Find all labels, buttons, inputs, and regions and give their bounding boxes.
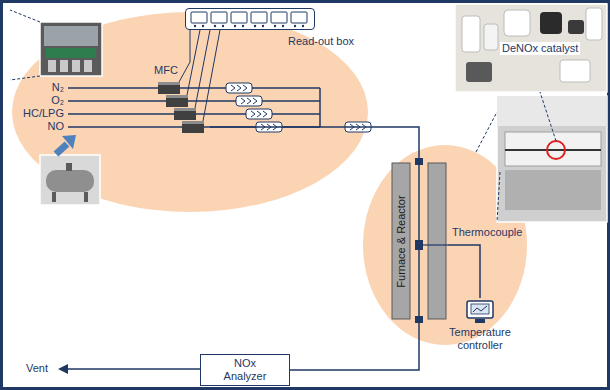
check-valves: [226, 83, 282, 132]
photo-leader: [10, 10, 40, 22]
supply-arrow: [56, 135, 76, 154]
mfc-group: MFC: [148, 62, 210, 140]
node-label: MFC: [154, 64, 178, 77]
gas-pipe: [448, 245, 480, 298]
gas-supply-region: [12, 12, 368, 212]
furnace-photo: [497, 96, 607, 222]
readout-box: Read-out box: [185, 8, 315, 30]
nox-analyzer: NOx Analyzer: [200, 354, 290, 386]
mfc-blocks: [158, 82, 204, 133]
furnace-body: [392, 158, 448, 323]
signal-wire: [190, 30, 191, 62]
photo-leaders: [476, 92, 556, 222]
node-label: Furnace & Reactor: [395, 195, 408, 287]
gas-tank-photo: [40, 155, 100, 205]
gas-pipe: [210, 127, 419, 162]
gas-name: NO: [8, 120, 64, 133]
outlet-name: Vent: [26, 362, 48, 375]
photo-leader: [10, 76, 40, 80]
controller-icon: [465, 299, 495, 325]
gas-panel-photo: [40, 22, 102, 76]
catalyst-photo: [455, 4, 607, 92]
gas-name: HC/LPG: [8, 107, 64, 120]
furnace-reactor: Furnace & Reactor: [390, 162, 448, 320]
photo-caption: DeNOx catalyst: [500, 42, 580, 55]
node-label: Read-out box: [288, 35, 354, 48]
vent-arrow: [58, 364, 200, 374]
node-label: NOx Analyzer: [218, 357, 272, 383]
gas-lines: [68, 88, 320, 127]
gas-name: O₂: [8, 94, 64, 107]
gas-name: N₂: [8, 81, 64, 94]
signal-wires: [179, 30, 220, 121]
gas-pipe: [290, 320, 419, 370]
part-name: Thermocouple: [452, 226, 522, 239]
node-label: Temperature controller: [436, 326, 524, 352]
temperature-controller: Temperature controller: [436, 298, 524, 372]
readout-panel: [185, 8, 315, 30]
